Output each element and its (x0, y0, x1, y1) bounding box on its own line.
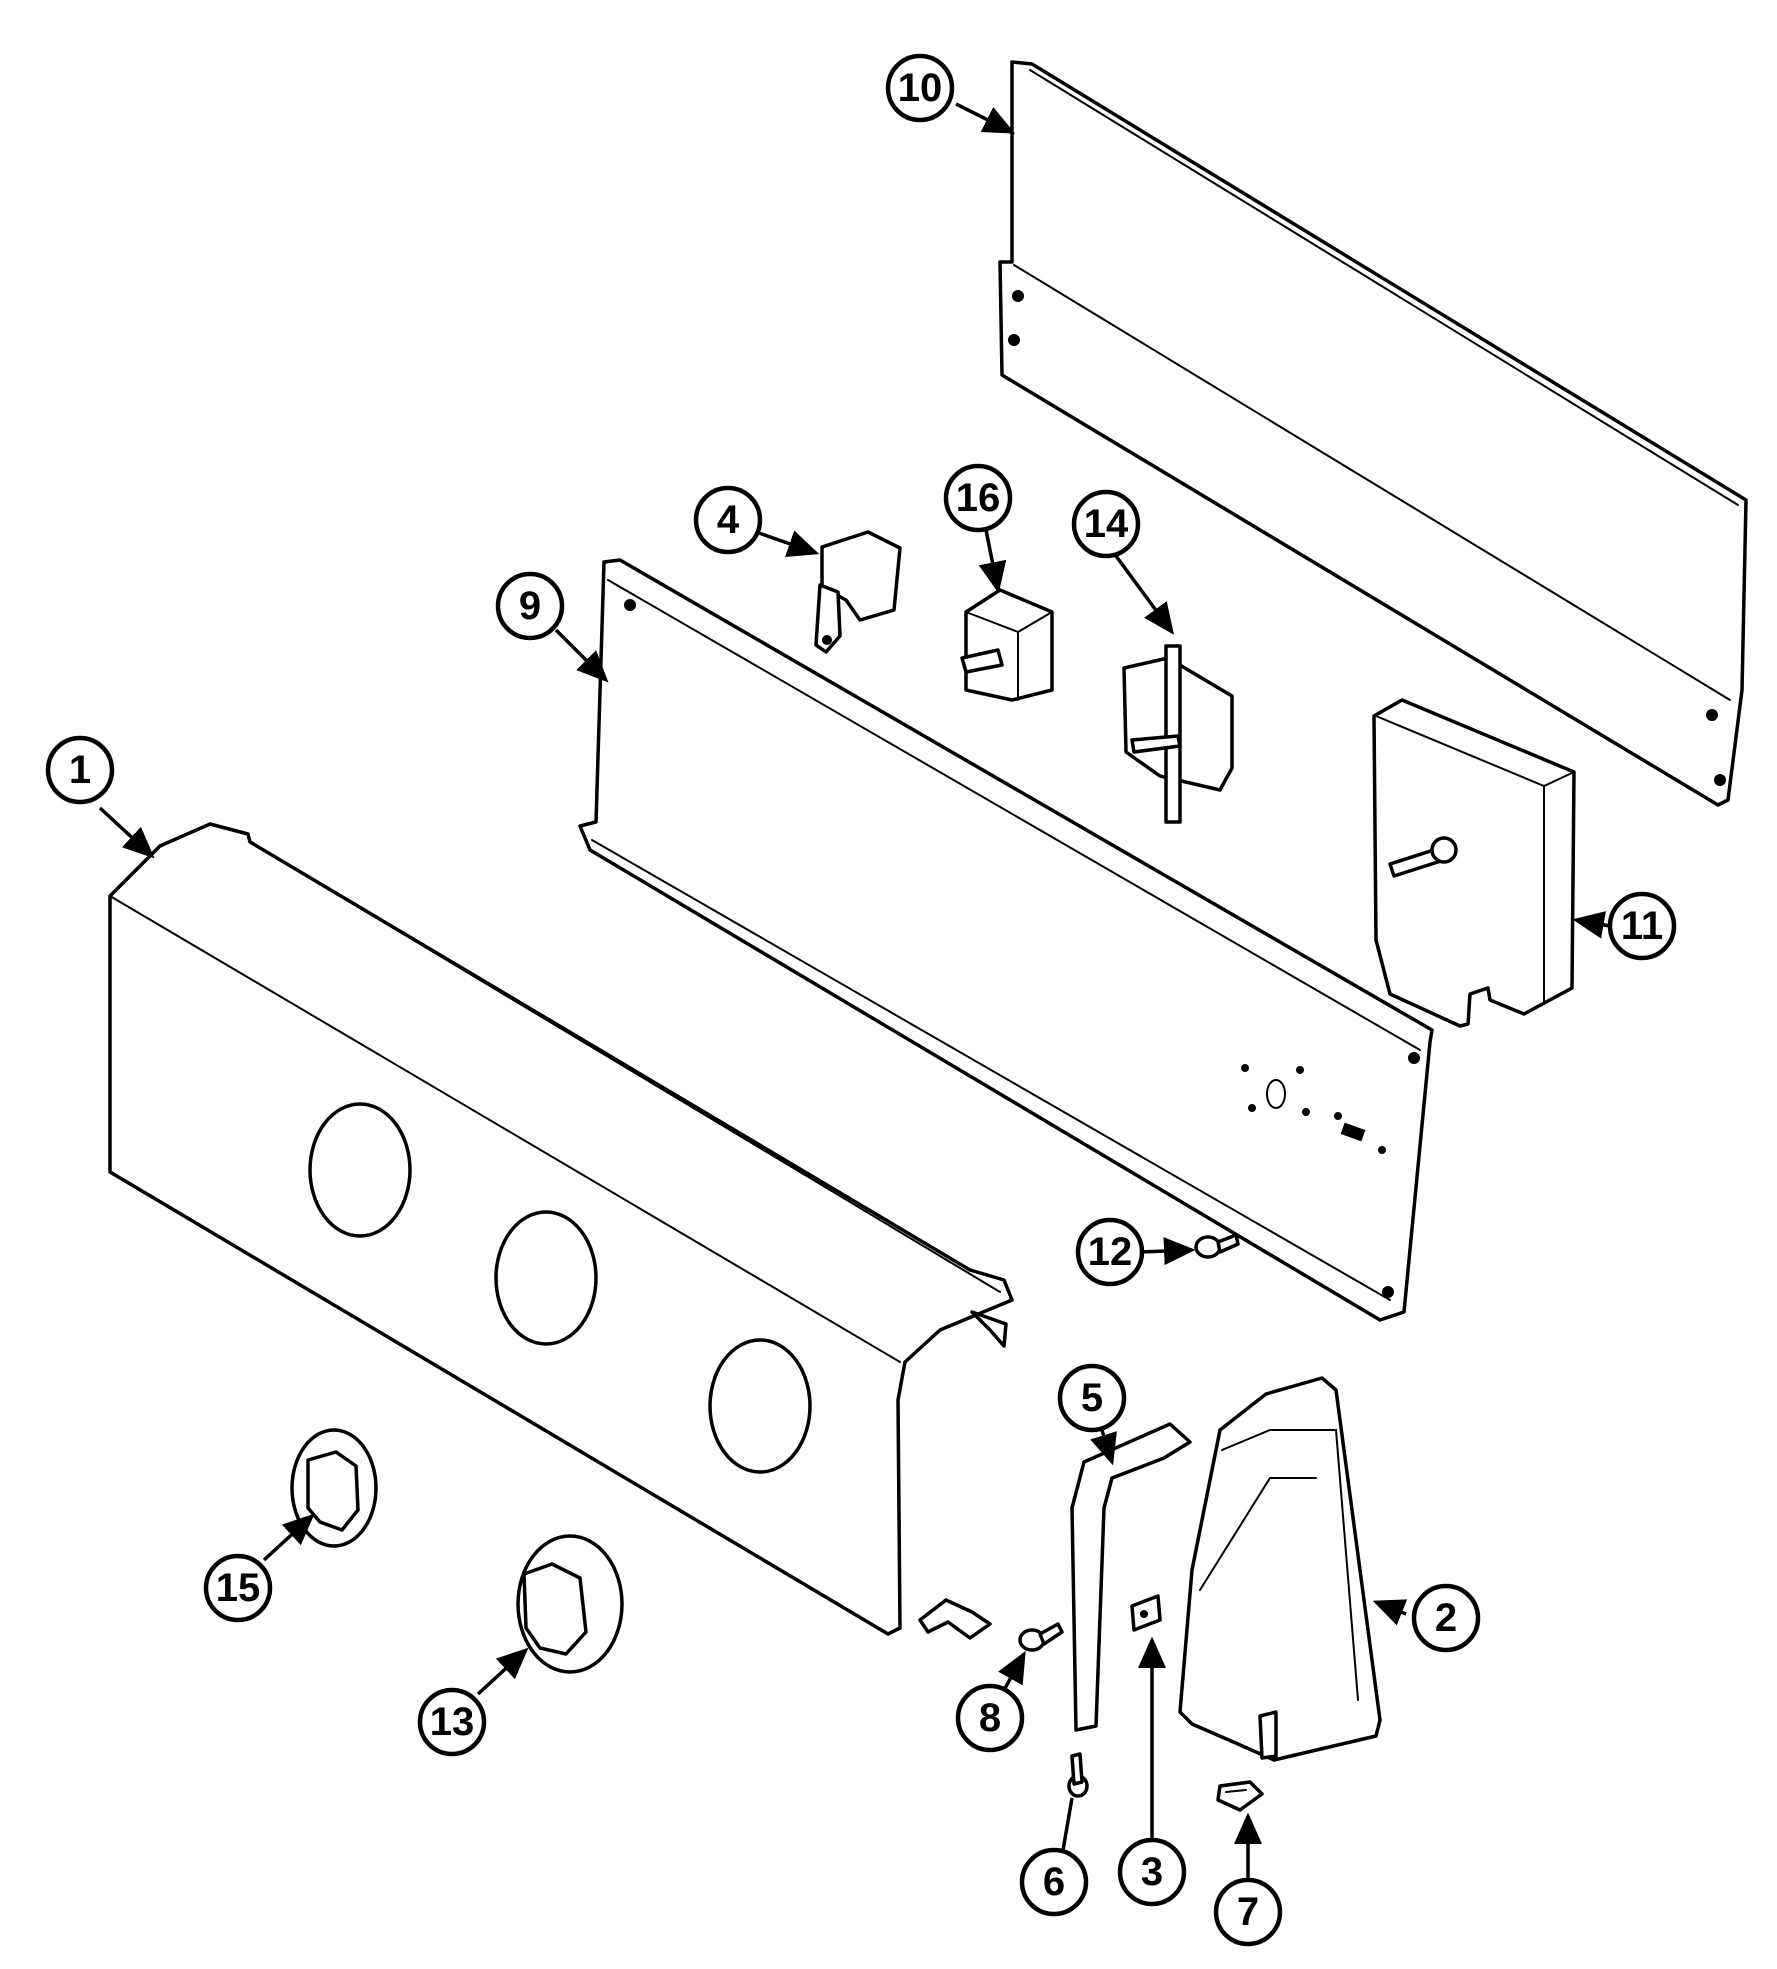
svg-text:16: 16 (956, 476, 1001, 520)
part-1-front-console (108, 822, 1014, 1640)
part-16-rotary-switch (960, 588, 1054, 702)
part-2-end-cap (1178, 1376, 1382, 1762)
part-11-cover-box (1372, 698, 1576, 1028)
callout-2: 2 (1372, 1583, 1481, 1653)
callout-13: 13 (417, 1647, 529, 1757)
part-4-switch (814, 530, 902, 654)
svg-text:1: 1 (69, 748, 91, 792)
callout-15: 15 (203, 1513, 315, 1623)
callout-8: 8 (955, 1650, 1026, 1753)
callout-9: 9 (495, 571, 609, 683)
svg-text:2: 2 (1435, 1596, 1457, 1640)
callout-14: 14 (1071, 489, 1175, 635)
svg-text:12: 12 (1088, 1230, 1133, 1274)
part-5-trim-strip (1070, 1422, 1192, 1732)
callout-12: 12 (1075, 1217, 1196, 1287)
part-9-console-panel (578, 558, 1434, 1322)
callout-5: 5 (1057, 1363, 1127, 1466)
svg-text:10: 10 (898, 66, 943, 110)
callout-6: 6 (1019, 1797, 1089, 1917)
svg-text:4: 4 (717, 498, 740, 542)
callout-4: 4 (693, 485, 820, 557)
part-13-knob (516, 1534, 624, 1674)
svg-text:15: 15 (216, 1566, 261, 1610)
part-12-screw (1194, 1233, 1240, 1259)
callout-3: 3 (1117, 1636, 1187, 1907)
svg-text:9: 9 (519, 584, 541, 628)
callout-16: 16 (943, 463, 1013, 594)
part-14-timer (1122, 644, 1234, 824)
svg-text:5: 5 (1081, 1376, 1103, 1420)
callout-7: 7 (1213, 1812, 1283, 1947)
part-3-clip (1130, 1594, 1162, 1632)
svg-text:14: 14 (1084, 502, 1129, 546)
part-6-screw (1067, 1752, 1089, 1798)
svg-text:8: 8 (979, 1696, 1001, 1740)
part-7-clip (1216, 1780, 1264, 1812)
part-8-screw (1018, 1622, 1064, 1652)
callout-1: 1 (45, 735, 155, 859)
svg-text:13: 13 (430, 1700, 475, 1744)
svg-text:6: 6 (1043, 1860, 1065, 1904)
callout-10: 10 (885, 53, 1016, 134)
svg-text:7: 7 (1237, 1890, 1259, 1934)
svg-text:3: 3 (1141, 1850, 1163, 1894)
svg-text:11: 11 (1621, 904, 1663, 948)
part-15-knob (290, 1428, 378, 1548)
callout-11: 11 (1572, 891, 1677, 961)
part-10-rear-panel (998, 60, 1748, 807)
